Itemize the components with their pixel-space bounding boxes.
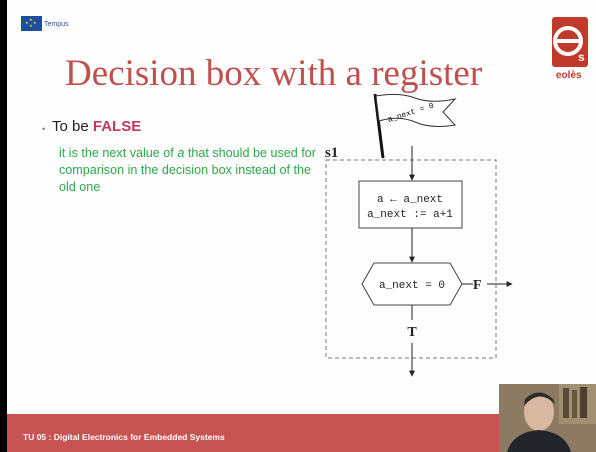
flag-shape xyxy=(375,93,457,127)
presenter-video-icon xyxy=(499,384,596,452)
explanation-text: it is the next value of a that should be… xyxy=(59,145,319,196)
logo-text: eolès xyxy=(556,70,582,81)
action-box xyxy=(358,180,463,229)
bullet-point: To be FALSE xyxy=(52,118,141,135)
action-line-2: a_next := a+1 xyxy=(367,209,453,221)
false-label: F xyxy=(473,278,482,293)
explanation-variable: a xyxy=(177,146,185,160)
eoles-logo-icon: s xyxy=(552,17,588,67)
slide: ★★★★ Tempus Decision box with a register… xyxy=(7,0,596,452)
state-label: s1 xyxy=(325,145,338,161)
flag-pole xyxy=(373,93,385,159)
bullet-dot: • xyxy=(42,124,46,134)
decision-label: a_next = 0 xyxy=(379,280,445,292)
svg-text:s: s xyxy=(578,50,585,64)
slide-title: Decision box with a register xyxy=(65,53,483,94)
true-label: T xyxy=(407,325,417,340)
footer-bar xyxy=(7,414,596,452)
bullet-prefix: To be xyxy=(52,118,93,135)
webcam-overlay xyxy=(499,384,596,452)
explanation-part1: it is the next value of xyxy=(59,146,178,160)
state-block xyxy=(325,159,497,359)
asm-diagram: a_next = 0 s1 a ← a_next a_next := a+1 a… xyxy=(325,93,513,377)
eu-flag-icon: ★★★★ xyxy=(21,16,42,31)
action-line-1: a ← a_next xyxy=(377,194,443,206)
bullet-emphasis: FALSE xyxy=(92,118,142,135)
explanation-part2: that should be used for comparison in th… xyxy=(59,146,316,194)
footer-text: TU 05 : Digital Electronics for Embedded… xyxy=(23,432,225,442)
tempus-label: Tempus xyxy=(44,21,69,28)
